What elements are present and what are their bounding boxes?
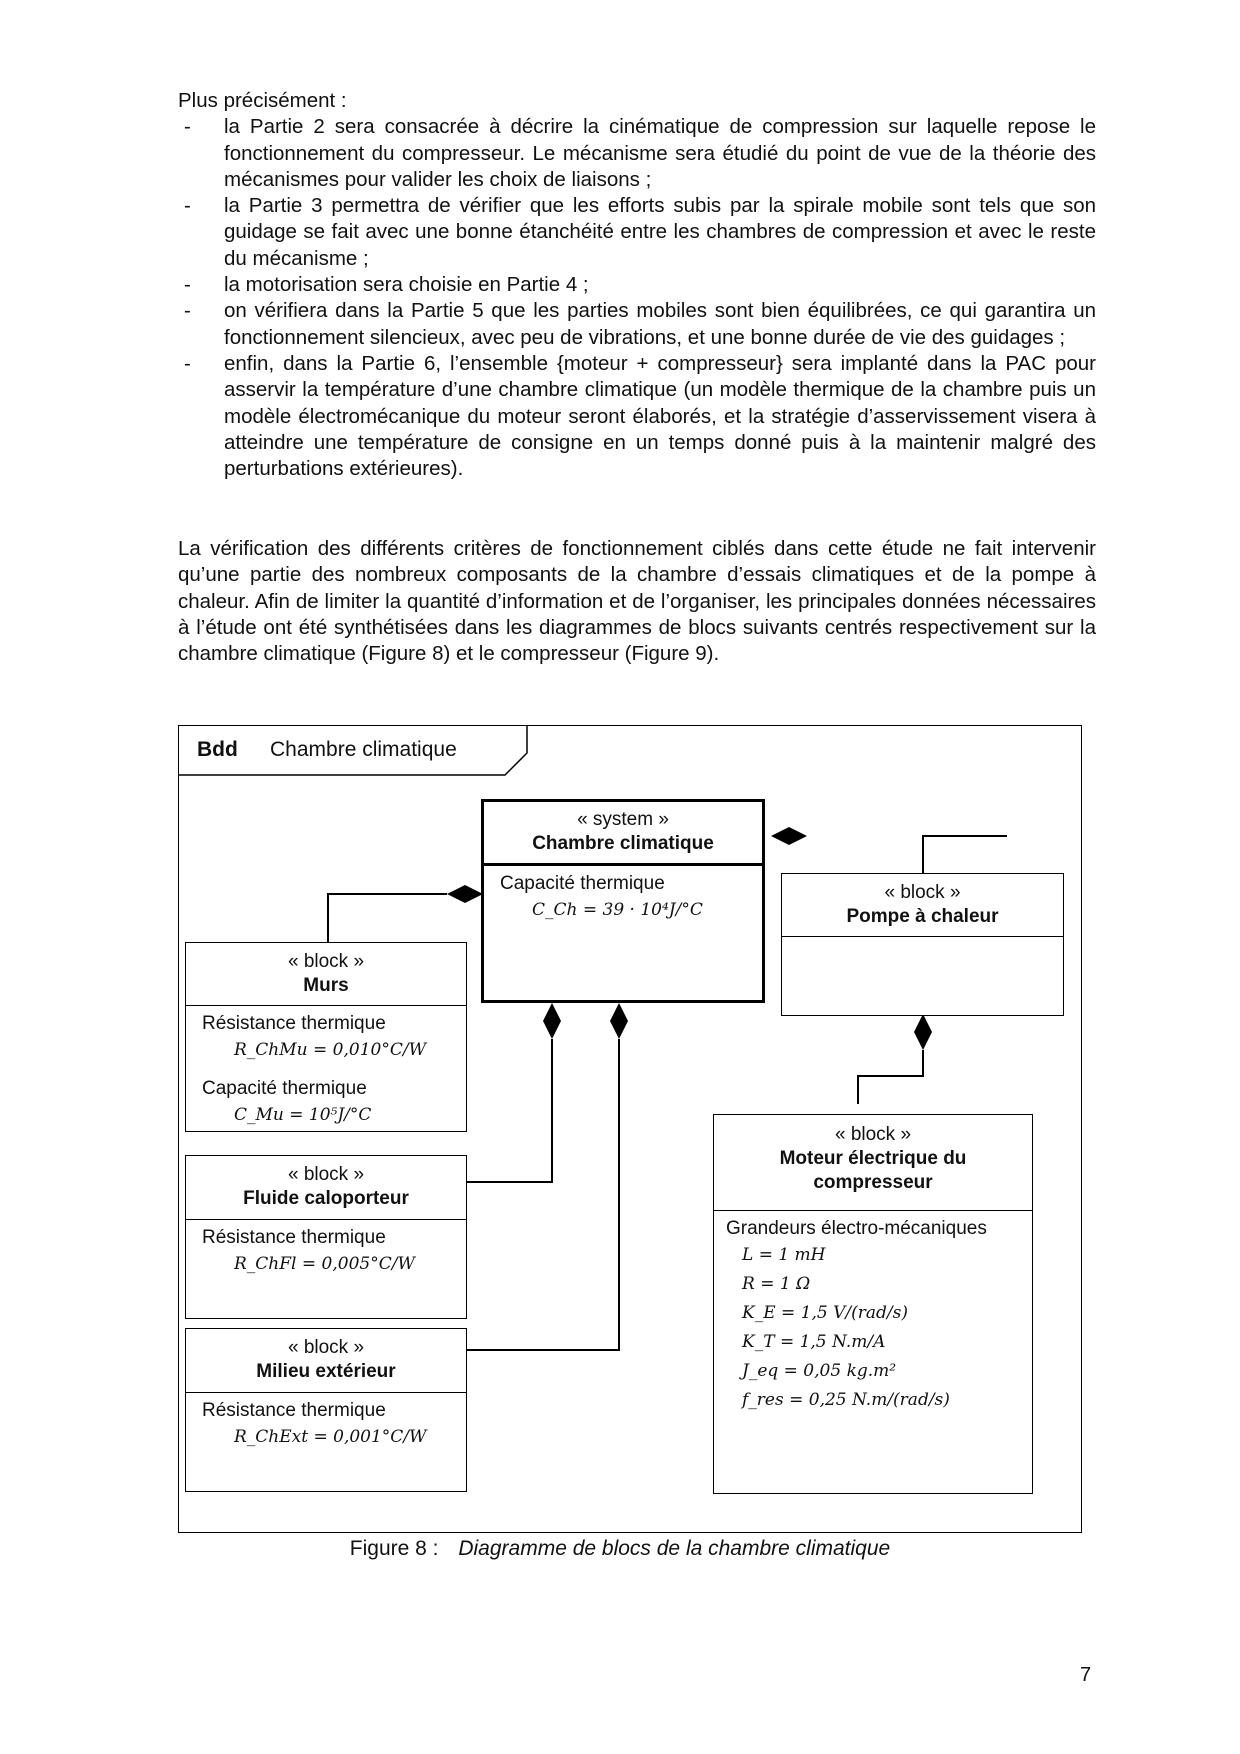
block-name: Fluide caloporteur — [243, 1188, 409, 1209]
composition-diamond-murs — [447, 885, 483, 903]
bullet-dash: - — [184, 351, 191, 375]
block-name: Milieu extérieur — [256, 1361, 396, 1382]
property-label: Capacité thermique — [202, 1078, 367, 1099]
block-header: « block » Milieu extérieur — [186, 1329, 466, 1393]
list-item: - la motorisation sera choisie en Partie … — [178, 272, 1096, 298]
list-item: - on vérifiera dans la Partie 5 que les p… — [178, 298, 1096, 351]
property-label: Résistance thermique — [202, 1400, 386, 1421]
block-properties: Capacité thermique C_Ch = 39 · 10⁴J/°C — [484, 866, 762, 931]
property-value: R_ChExt = 0,001°C/W — [234, 1427, 427, 1447]
list-item-text: enfin, dans la Partie 6, l’ensemble {mot… — [224, 351, 1096, 481]
block-stereotype: « block » — [884, 882, 961, 903]
block-name: Moteur électrique du compresseur — [779, 1148, 967, 1193]
bdd-diagram-frame: Bdd Chambre climatique « system » — [178, 725, 1082, 1533]
link-murs — [327, 893, 447, 942]
block-name: Chambre climatique — [532, 833, 714, 854]
parts-list: - la Partie 2 sera consacrée à décrire la… — [178, 114, 1096, 482]
diagram-name: Chambre climatique — [270, 738, 457, 761]
property-value: R_ChFl = 0,005°C/W — [234, 1254, 415, 1274]
block-properties: Grandeurs électro-mécaniques L = 1 mH R … — [714, 1211, 1032, 1421]
caption-title: Diagramme de blocs de la chambre climati… — [458, 1537, 891, 1560]
list-item: - enfin, dans la Partie 6, l’ensemble {mo… — [178, 351, 1096, 482]
block-name: Pompe à chaleur — [846, 906, 999, 927]
property-value: C_Mu = 10⁵J/°C — [234, 1105, 372, 1125]
block-milieu-exterieur: « block » Milieu extérieur Résistance th… — [185, 1328, 467, 1492]
composition-diamond-moteur — [914, 1014, 932, 1050]
property-label: Capacité thermique — [500, 873, 665, 894]
block-stereotype: « system » — [577, 809, 669, 830]
block-header: « block » Murs — [186, 943, 466, 1006]
block-properties: Résistance thermique R_ChExt = 0,001°C/W — [186, 1393, 466, 1458]
intro-section: Plus précisément : - la Partie 2 sera con… — [178, 88, 1096, 482]
property-value: f_res = 0,25 N.m/(rad/s) — [742, 1390, 950, 1410]
bullet-dash: - — [184, 273, 191, 297]
list-item: - la Partie 2 sera consacrée à décrire la… — [178, 114, 1096, 193]
block-stereotype: « block » — [287, 1164, 365, 1185]
property-value: K_E = 1,5 V/(rad/s) — [742, 1303, 908, 1323]
diagram-kind: Bdd — [197, 738, 238, 761]
system-block-chambre: « system » Chambre climatique Capacité t… — [481, 799, 765, 1003]
figure-caption: Figure 8 : Diagramme de blocs de la cham… — [0, 1537, 1240, 1561]
property-value: R = 1 Ω — [742, 1274, 811, 1294]
bullet-dash: - — [184, 194, 191, 218]
property-value: K_T = 1,5 N.m/A — [742, 1332, 886, 1352]
link-pompe — [922, 835, 1007, 873]
link-milieu — [466, 1039, 620, 1351]
property-label: Résistance thermique — [202, 1013, 386, 1034]
property-label: Grandeurs électro-mécaniques — [726, 1218, 987, 1239]
diagram-frame-tab: Bdd Chambre climatique — [179, 726, 529, 776]
link-fluide — [466, 1039, 553, 1183]
block-stereotype: « block » — [287, 1337, 365, 1358]
block-properties: Résistance thermique R_ChFl = 0,005°C/W — [186, 1220, 466, 1285]
block-name: Murs — [303, 975, 349, 996]
composition-diamond-milieu — [610, 1003, 628, 1039]
block-header: « system » Chambre climatique — [484, 802, 762, 866]
page-number: 7 — [1080, 1664, 1092, 1686]
composition-diamond-pompe — [771, 827, 807, 845]
frame-tab-outline — [179, 726, 528, 776]
block-header: « block » Moteur électrique du compresse… — [714, 1115, 1032, 1211]
block-stereotype: « block » — [287, 951, 365, 972]
intro-lead: Plus précisément : — [178, 89, 347, 112]
property-label: Résistance thermique — [202, 1227, 386, 1248]
list-item-text: on vérifiera dans la Partie 5 que les pa… — [224, 299, 1096, 349]
block-header: « block » Pompe à chaleur — [782, 874, 1063, 937]
property-value: J_eq = 0,05 kg.m² — [742, 1361, 897, 1381]
block-properties: Résistance thermique R_ChMu = 0,010°C/W … — [186, 1006, 466, 1136]
bullet-dash: - — [184, 299, 191, 323]
list-item-text: la Partie 3 permettra de vérifier que le… — [224, 194, 1096, 270]
block-header: « block » Fluide caloporteur — [186, 1156, 466, 1220]
property-value: C_Ch = 39 · 10⁴J/°C — [532, 900, 703, 920]
body-paragraph: La vérification des différents critères … — [178, 537, 1096, 666]
composition-diamond-fluide — [543, 1003, 561, 1039]
block-fluide-caloporteur: « block » Fluide caloporteur Résistance … — [185, 1155, 467, 1319]
block-stereotype: « block » — [834, 1124, 912, 1145]
block-murs: « block » Murs Résistance thermique R_Ch… — [185, 942, 467, 1132]
link-moteur — [857, 1050, 924, 1104]
bullet-dash: - — [184, 115, 191, 139]
block-moteur-electrique: « block » Moteur électrique du compresse… — [713, 1114, 1033, 1494]
list-item: - la Partie 3 permettra de vérifier que l… — [178, 193, 1096, 272]
list-item-text: la motorisation sera choisie en Partie 4… — [224, 273, 589, 297]
list-item-text: la Partie 2 sera consacrée à décrire la … — [224, 115, 1096, 191]
composition-links — [327, 827, 1007, 1351]
property-value: L = 1 mH — [742, 1245, 826, 1265]
block-pompe-chaleur: « block » Pompe à chaleur — [781, 873, 1064, 1016]
property-value: R_ChMu = 0,010°C/W — [234, 1040, 427, 1060]
caption-label: Figure 8 : — [349, 1537, 439, 1560]
